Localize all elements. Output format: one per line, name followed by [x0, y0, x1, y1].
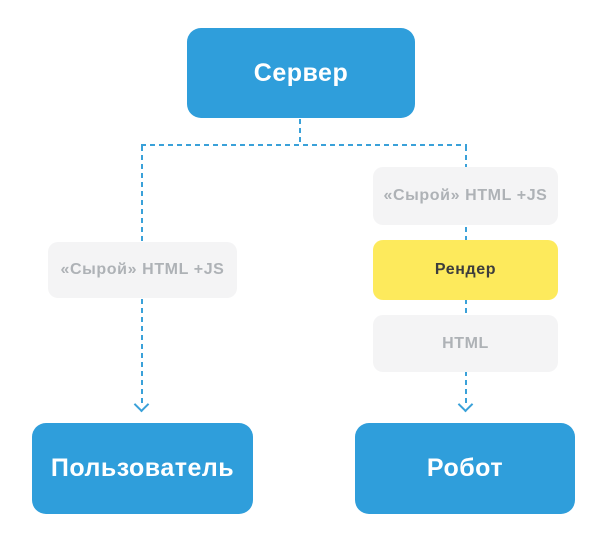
connector-branch-horizontal — [141, 144, 467, 146]
node-render-label: Рендер — [434, 261, 497, 278]
node-raw-html-left: «Сырой» HTML +JS — [48, 242, 237, 298]
connector-server-stub — [299, 119, 301, 145]
node-server: Сервер — [187, 28, 415, 118]
node-user-label: Пользователь — [50, 454, 235, 482]
node-server-label: Сервер — [253, 58, 349, 87]
node-raw-html-right: «Сырой» HTML +JS — [373, 167, 558, 225]
node-user: Пользователь — [32, 423, 253, 514]
node-raw-html-right-label: «Сырой» HTML +JS — [383, 187, 548, 204]
node-render: Рендер — [373, 240, 558, 300]
node-robot: Робот — [355, 423, 575, 514]
node-html-label: HTML — [442, 334, 489, 352]
node-robot-label: Робот — [426, 454, 504, 482]
arrow-down-icon — [133, 396, 150, 413]
node-raw-html-left-label: «Сырой» HTML +JS — [60, 261, 225, 278]
node-html: HTML — [373, 315, 558, 372]
arrow-down-icon — [457, 396, 474, 413]
